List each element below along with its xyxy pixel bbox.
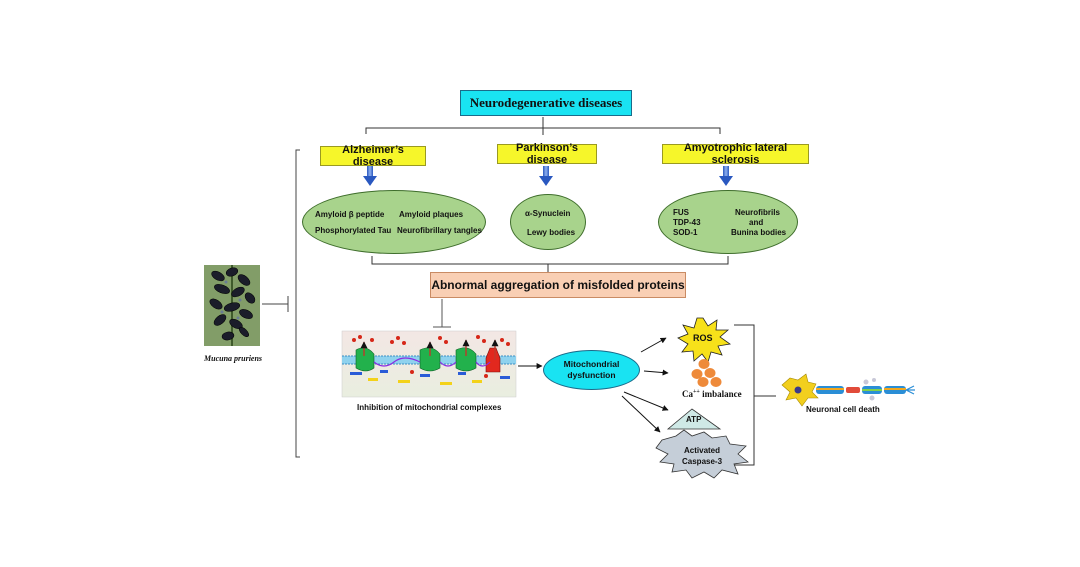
alz-line1-left: Amyloid β peptide bbox=[315, 210, 385, 219]
inhibition-bar-complex bbox=[433, 299, 451, 328]
atp-label: ATP bbox=[686, 415, 702, 424]
blue-down-arrow-alzheimer bbox=[363, 166, 377, 186]
mito-dysfunction-line1: Mitochondrial bbox=[563, 359, 620, 369]
mito-dysfunction-line2: dysfunction bbox=[567, 370, 616, 380]
plant-label: Mucuna pruriens bbox=[204, 354, 263, 363]
mucuna-pruriens-image bbox=[204, 265, 260, 346]
ca-rest-label: imbalance bbox=[699, 389, 742, 399]
blue-down-arrow-als bbox=[719, 166, 733, 186]
alzheimer-ellipse: Amyloid β peptide Amyloid plaques Phosph… bbox=[302, 190, 486, 254]
als-left-1: FUS bbox=[673, 208, 689, 217]
disease-box-alzheimer: Alzheimer’s disease bbox=[320, 144, 426, 168]
mito-dysfunction-ellipse: Mitochondrial dysfunction bbox=[543, 350, 640, 390]
pd-bottom: Lewy bodies bbox=[527, 228, 576, 237]
right-bracket bbox=[734, 324, 776, 466]
title-connector bbox=[365, 117, 721, 135]
aggregation-text: Abnormal aggregation of misfolded protei… bbox=[431, 278, 685, 292]
als-left-2: TDP-43 bbox=[673, 218, 701, 227]
disease-label-alzheimer: Alzheimer’s disease bbox=[342, 144, 404, 168]
pd-top: α-Synuclein bbox=[525, 209, 571, 218]
disease-label-als: Amyotrophic lateral sclerosis bbox=[683, 142, 788, 166]
ros-starburst-icon bbox=[677, 317, 732, 363]
mito-complex-label: Inhibition of mitochondrial complexes bbox=[357, 403, 502, 412]
aggregation-box: Abnormal aggregation of misfolded protei… bbox=[430, 272, 686, 298]
als-right-2: and bbox=[749, 218, 764, 227]
atp-triangle-icon bbox=[666, 408, 722, 430]
blue-down-arrow-parkinson bbox=[539, 166, 553, 186]
caspase-starburst-icon bbox=[655, 429, 749, 479]
disease-label-parkinson: Parkinson’s disease bbox=[516, 142, 578, 166]
caspase-line1: Activated bbox=[684, 446, 721, 455]
aggregation-bracket bbox=[371, 256, 729, 272]
als-left-3: SOD-1 bbox=[673, 228, 698, 237]
ca-label: Ca bbox=[682, 389, 693, 399]
ca-imbalance-label: Ca++ imbalance bbox=[682, 389, 742, 399]
als-ellipse: FUS TDP-43 SOD-1 Neurofibrils and Bunina… bbox=[658, 190, 798, 254]
left-bracket bbox=[295, 149, 300, 458]
neuron-icon bbox=[781, 373, 915, 407]
title-text: Neurodegenerative diseases bbox=[469, 95, 623, 110]
alz-line2-right: Neurofibrillary tangles bbox=[397, 226, 482, 235]
plant-inhibition-bar bbox=[262, 296, 289, 312]
disease-box-als: Amyotrophic lateral sclerosis bbox=[662, 142, 809, 166]
calcium-ions-icon bbox=[691, 359, 722, 387]
ros-label: ROS bbox=[693, 333, 713, 343]
als-right-3: Bunina bodies bbox=[731, 228, 787, 237]
als-right-1: Neurofibrils bbox=[735, 208, 780, 217]
disease-box-parkinson: Parkinson’s disease bbox=[497, 142, 597, 166]
neuronal-death-label: Neuronal cell death bbox=[806, 405, 880, 414]
alz-line2-left: Phosphorylated Tau bbox=[315, 226, 392, 235]
parkinson-ellipse: α-Synuclein Lewy bodies bbox=[510, 194, 586, 250]
outcome-arrows bbox=[621, 337, 669, 433]
ca-superscript: ++ bbox=[693, 389, 700, 395]
alz-line1-right: Amyloid plaques bbox=[399, 210, 464, 219]
title-box: Neurodegenerative diseases bbox=[460, 90, 632, 116]
caspase-line2: Caspase-3 bbox=[682, 457, 723, 466]
mitochondrial-membrane-image bbox=[341, 330, 517, 398]
